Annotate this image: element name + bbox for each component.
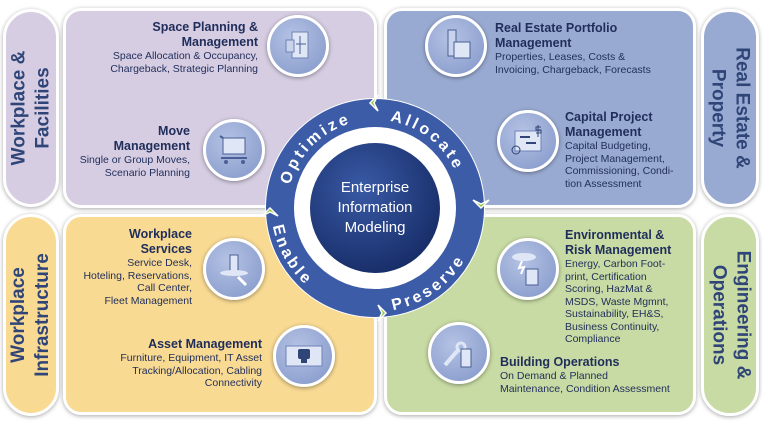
module-title: Building Operations [500, 355, 620, 369]
module-space-planning[interactable]: Space Planning &Management Space Allocat… [110, 20, 258, 75]
center-circle [310, 143, 440, 273]
buildings-icon [425, 15, 487, 77]
asset-monitor-icon [273, 325, 335, 387]
module-desc: Capital Budgeting,Project Management,Com… [565, 140, 674, 190]
floorplan-icon [267, 15, 329, 77]
module-desc: Single or Group Moves,Scenario Planning [79, 154, 190, 179]
service-desk-icon [203, 238, 265, 300]
module-desc: Space Allocation & Occupancy,Chargeback,… [110, 50, 258, 75]
pillar-engineering-operations: Engineering &Operations [701, 214, 759, 416]
wrench-building-icon [428, 322, 490, 384]
module-title: Asset Management [148, 337, 262, 351]
center-label: Information [337, 199, 412, 216]
module-environmental-risk[interactable]: Environmental &Risk Management Energy, C… [565, 228, 671, 346]
chevron-icon [368, 94, 379, 112]
center-label: Enterprise [341, 179, 409, 196]
chevron-icon [377, 304, 388, 322]
budget-icon [497, 110, 559, 172]
ring [266, 99, 484, 317]
pillar-real-estate-property: Real Estate &Property [701, 9, 759, 207]
module-desc: Properties, Leases, Costs &Invoicing, Ch… [495, 51, 651, 76]
module-desc: Service Desk,Hoteling, Reservations,Call… [83, 257, 192, 307]
environment-icon [497, 238, 559, 300]
cart-icon [203, 119, 265, 181]
chevron-icon [472, 199, 490, 210]
module-asset-management[interactable]: Asset Management Furniture, Equipment, I… [120, 337, 262, 390]
module-title: Space Planning &Management [152, 20, 258, 49]
pillar-workplace-facilities: Workplace &Facilities [3, 9, 59, 207]
module-desc: Energy, Carbon Foot-print, Certification… [565, 258, 669, 345]
module-title: Environmental &Risk Management [565, 228, 672, 257]
center-label: Modeling [345, 219, 406, 236]
chevron-icon [261, 206, 279, 217]
